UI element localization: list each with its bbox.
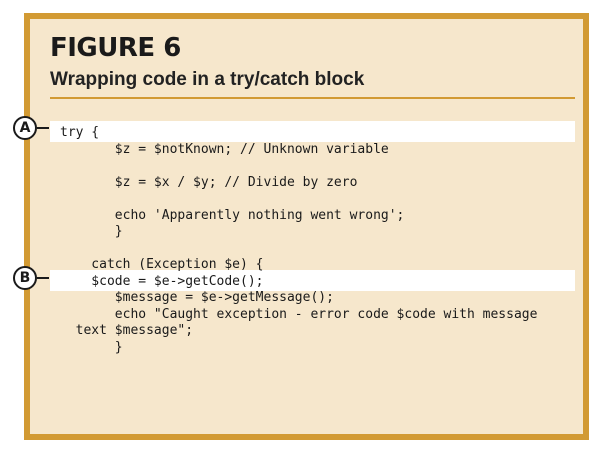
code-line: $message = $e->getMessage();	[60, 290, 334, 305]
code-block: try { $z = $notKnown; // Unknown variabl…	[60, 125, 537, 356]
figure-title: FIGURE 6	[50, 33, 181, 63]
figure-panel: FIGURE 6 Wrapping code in a try/catch bl…	[24, 13, 589, 440]
code-line: echo 'Apparently nothing went wrong';	[60, 207, 405, 223]
code-line: }	[60, 224, 123, 239]
code-line	[60, 241, 537, 258]
code-line: try {	[60, 125, 100, 140]
highlight-line-a	[50, 121, 575, 142]
code-line	[60, 191, 537, 208]
highlight-line-b	[50, 270, 575, 291]
code-line: catch (Exception $e) {	[60, 257, 264, 272]
code-line: $z = $notKnown; // Unknown variable	[60, 141, 389, 157]
callout-a-badge: A	[13, 116, 37, 140]
callout-a-connector	[37, 127, 49, 129]
code-line: }	[60, 339, 123, 355]
figure-subtitle: Wrapping code in a try/catch block	[50, 69, 365, 90]
callout-b-connector	[37, 277, 49, 279]
code-line: echo "Caught exception - error code $cod…	[60, 306, 538, 322]
code-line: text $message";	[60, 323, 194, 338]
title-divider	[50, 97, 575, 99]
callout-b-badge: B	[13, 266, 37, 290]
code-line: $code = $e->getCode();	[60, 273, 264, 289]
code-line: $z = $x / $y; // Divide by zero	[60, 174, 358, 190]
code-line	[60, 158, 537, 175]
